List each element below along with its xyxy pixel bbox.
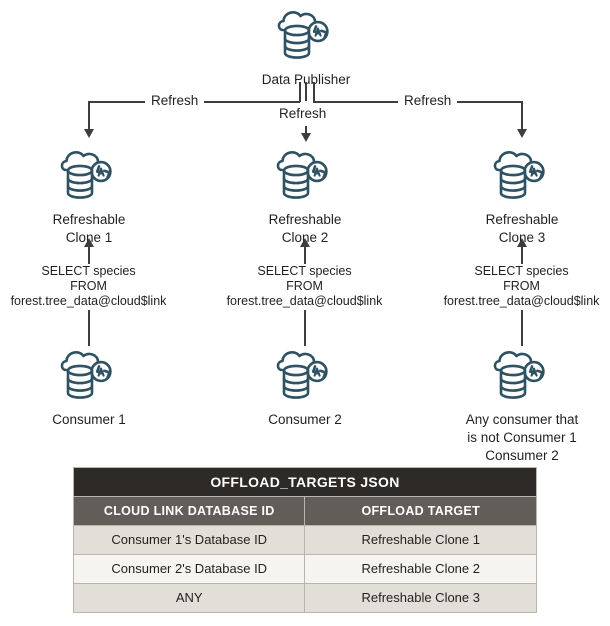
cell-database-id: ANY [72,583,306,613]
publisher-stub-left [299,82,301,102]
cell-offload-target: Refreshable Clone 2 [304,554,537,584]
cloud-database-autorefresh-icon [452,348,592,411]
node-label-data-publisher: Data Publisher [261,72,351,87]
branch-drop-left [88,101,90,131]
branch-arrow-center [300,133,311,142]
publisher-stub-right [313,82,315,102]
query-line-3-lower [521,310,523,346]
branch-drop-center [305,82,307,101]
query-text-3: SELECT species FROM forest.tree_data@clo… [433,264,610,309]
refresh-label-right: Refresh [398,93,458,108]
cell-database-id: Consumer 2's Database ID [72,554,306,584]
column-header-cloud-link-database-id: CLOUD LINK DATABASE ID [72,496,306,526]
cloud-database-autorefresh-icon [246,8,366,71]
refresh-label-left: Refresh [145,93,205,108]
node-refreshable-clone-1: Refreshable Clone 1 [29,148,149,247]
cell-database-id: Consumer 1's Database ID [72,525,306,555]
table-row: Consumer 1's Database ID Refreshable Clo… [72,525,537,555]
node-label-consumer-1: Consumer 1 [52,412,126,427]
table-title: OFFLOAD_TARGETS JSON [73,467,537,497]
node-label-refreshable-clone-2: Refreshable Clone 2 [268,212,342,245]
branch-arrow-left [83,129,94,138]
cloud-database-autorefresh-icon [462,148,582,211]
query-text-1: SELECT species FROM forest.tree_data@clo… [0,264,177,309]
query-arrow-3 [517,238,528,247]
branch-drop-center-lower [305,126,307,136]
node-label-consumer-2: Consumer 2 [268,412,342,427]
cloud-database-autorefresh-icon [29,148,149,211]
refresh-label-center: Refresh [273,106,333,121]
column-header-offload-target: OFFLOAD TARGET [304,496,537,526]
query-line-3-upper [521,247,523,265]
node-label-consumer-any: Any consumer that is not Consumer 1 Cons… [465,412,579,463]
branch-arrow-right [517,129,527,138]
branch-drop-right [521,101,523,131]
query-text-2: SELECT species FROM forest.tree_data@clo… [216,264,393,309]
query-arrow-1 [84,238,95,247]
node-refreshable-clone-2: Refreshable Clone 2 [245,148,365,247]
query-line-2-lower [304,310,306,346]
query-line-1-upper [88,247,90,265]
query-line-1-lower [88,310,90,346]
node-consumer-1: Consumer 1 [29,348,149,429]
table-header-row: CLOUD LINK DATABASE ID OFFLOAD TARGET [72,496,537,526]
cloud-database-autorefresh-icon [245,348,365,411]
table-row: ANY Refreshable Clone 3 [72,583,537,613]
table-row: Consumer 2's Database ID Refreshable Clo… [72,554,537,584]
cloud-database-autorefresh-icon [245,148,365,211]
cloud-database-autorefresh-icon [29,348,149,411]
node-data-publisher: Data Publisher [246,8,366,89]
query-arrow-2 [300,238,311,247]
query-line-2-upper [304,247,306,265]
table-title-row: OFFLOAD_TARGETS JSON [73,467,537,497]
cell-offload-target: Refreshable Clone 1 [304,525,537,555]
cell-offload-target: Refreshable Clone 3 [304,583,537,613]
node-consumer-2: Consumer 2 [245,348,365,429]
node-consumer-any: Any consumer that is not Consumer 1 Cons… [452,348,592,465]
offload-targets-table: OFFLOAD_TARGETS JSON CLOUD LINK DATABASE… [72,467,537,613]
node-refreshable-clone-3: Refreshable Clone 3 [462,148,582,247]
